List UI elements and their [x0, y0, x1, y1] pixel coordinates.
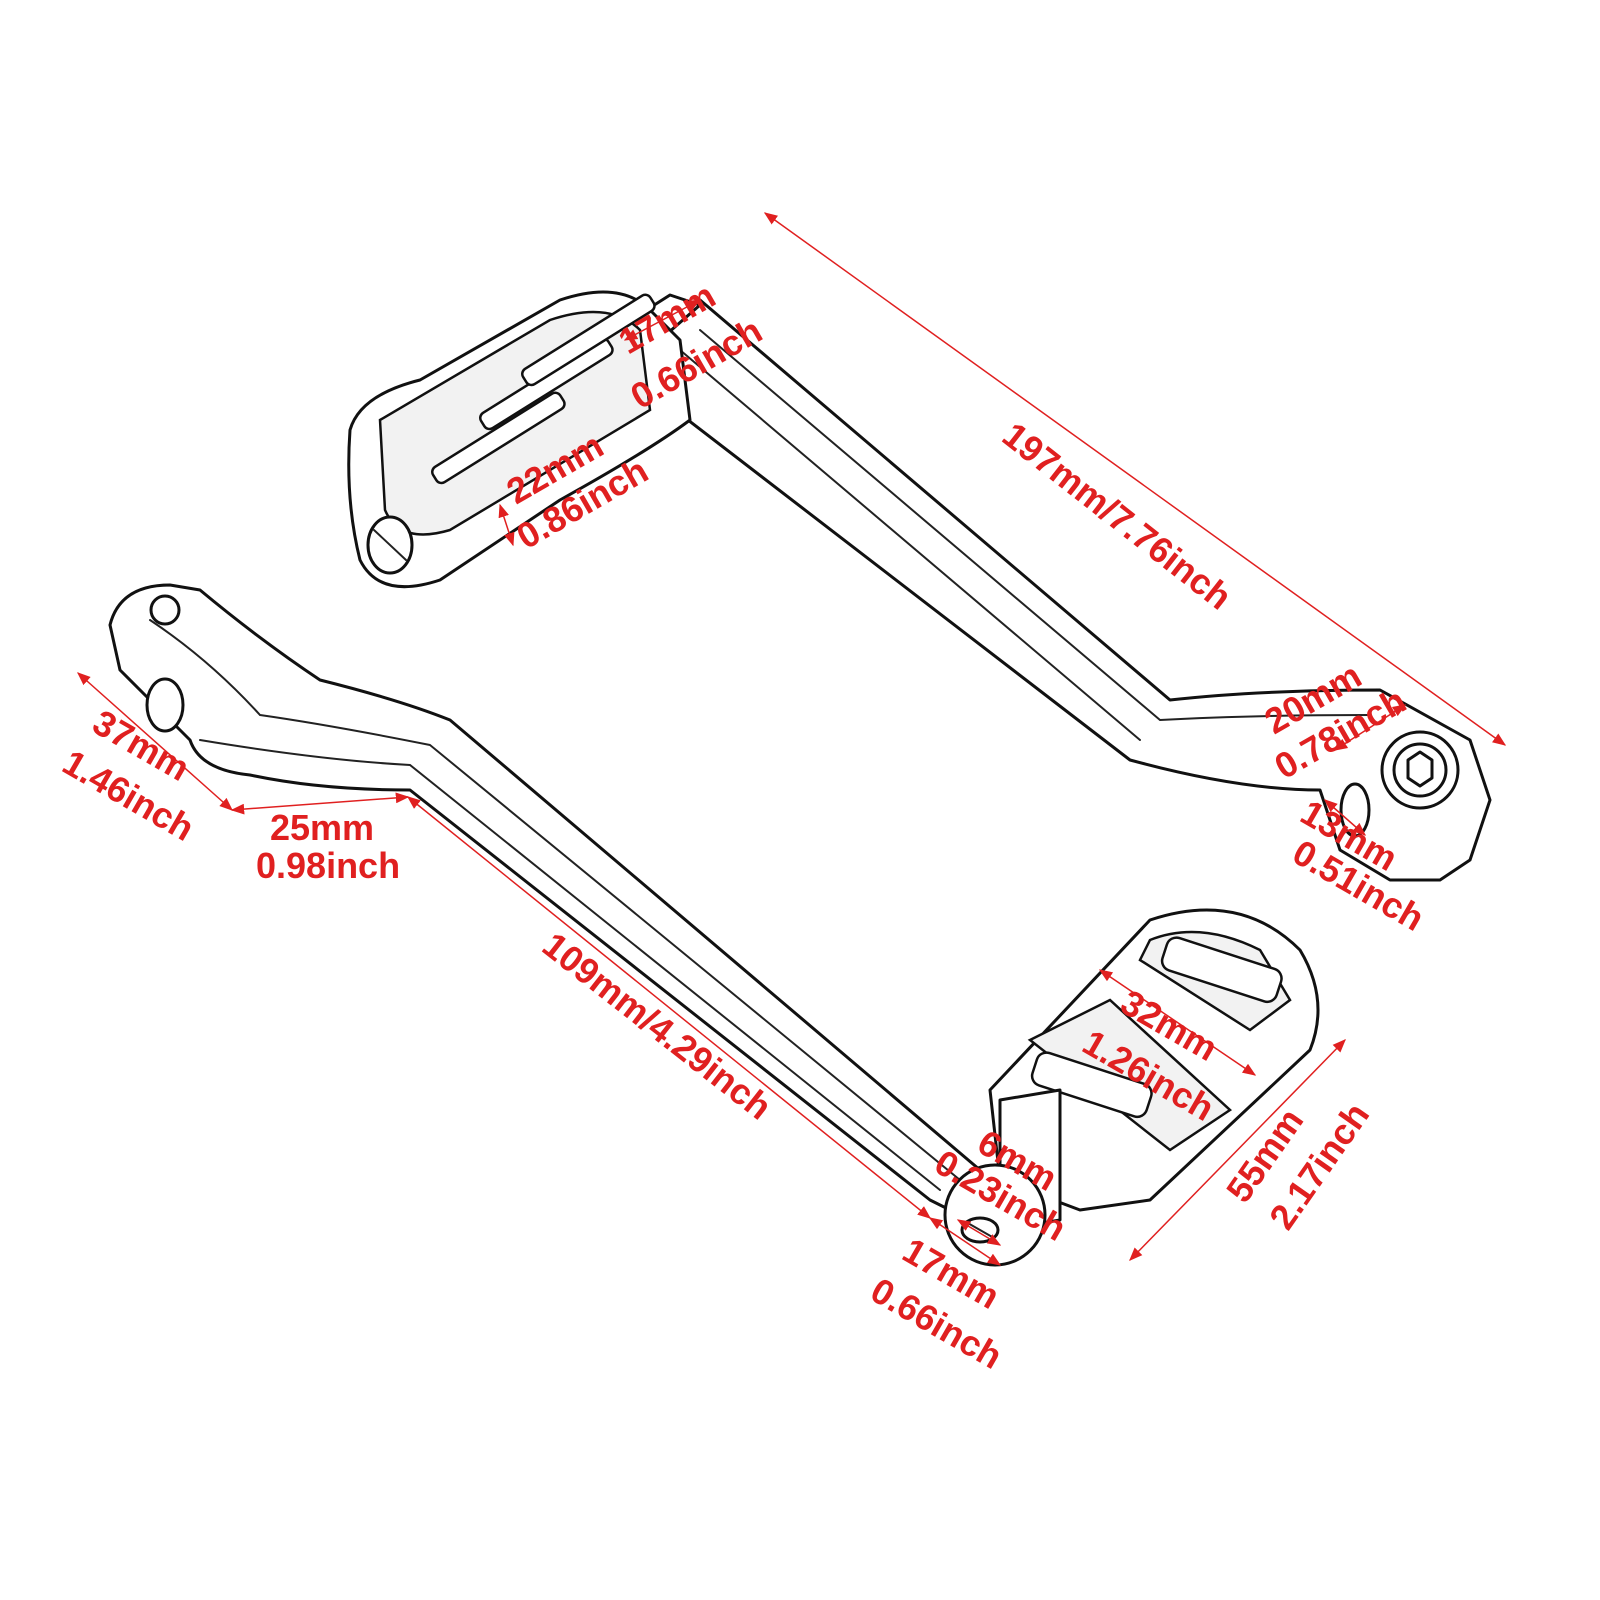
upper-foot-pad [347, 290, 692, 589]
dim-upper-overall [763, 212, 1507, 746]
dim-lower-peg-length [1129, 1039, 1346, 1261]
dim-lower-clamp [76, 672, 234, 811]
dim-lower-shaft [406, 796, 932, 1219]
dim-lower-end [928, 1217, 1002, 1266]
label-lower-neck-in: 0.98inch [256, 845, 400, 886]
dim-upper-pad [498, 503, 515, 547]
dimension-lines [76, 212, 1507, 1266]
label-lower-neck-mm: 25mm [270, 807, 374, 848]
dim-upper-shaft-top [623, 299, 702, 341]
dim-upper-bore [1323, 799, 1367, 836]
dim-lower-neck [230, 792, 410, 815]
dim-upper-clamp [1333, 704, 1407, 751]
